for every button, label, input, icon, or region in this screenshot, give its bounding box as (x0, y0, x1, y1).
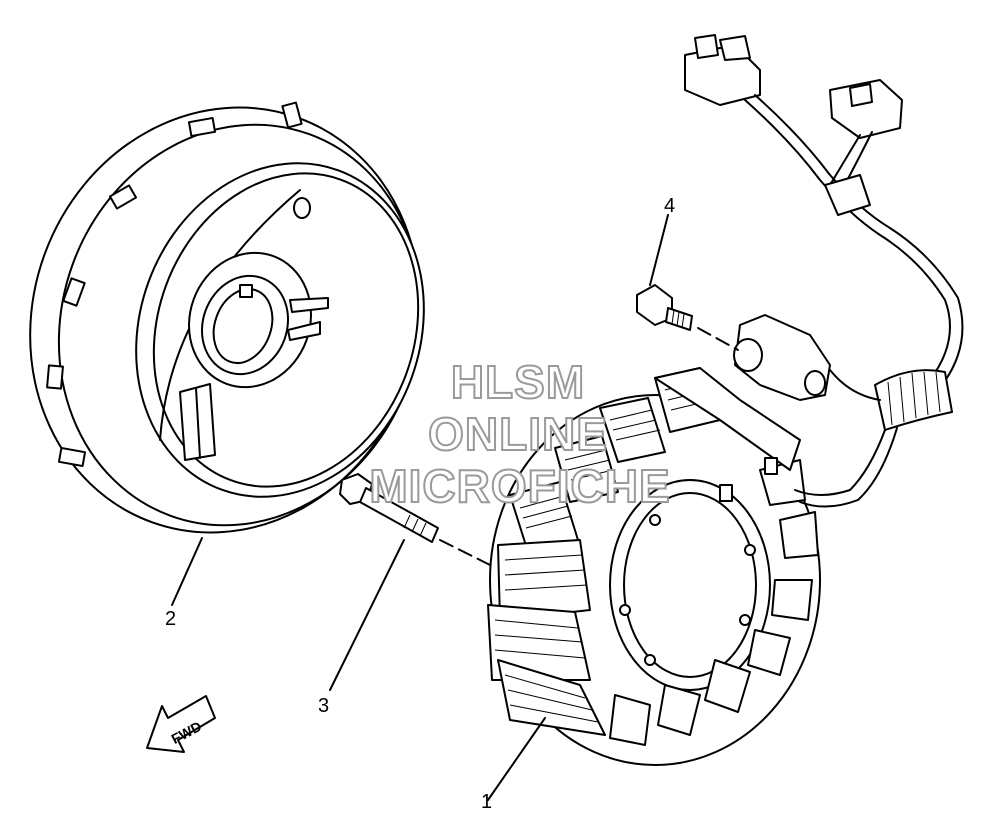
bolt-4 (636, 284, 693, 331)
flywheel-rotor (29, 101, 425, 534)
stator-poles (487, 367, 819, 746)
callout-3: 3 (318, 695, 329, 717)
callout-1: 1 (481, 791, 492, 813)
wire-harness (684, 34, 964, 508)
leader-lines (171, 214, 739, 801)
stator-assembly (487, 367, 821, 766)
watermark-line-2: ONLINE (428, 408, 608, 460)
watermark-line-1: HLSM (451, 356, 585, 408)
pickup-sensor (733, 314, 831, 401)
watermark-line-3: MICROFICHE (369, 460, 670, 512)
callout-4: 4 (664, 195, 675, 217)
forward-direction-arrow: FWD (146, 695, 216, 753)
watermark: HLSM ONLINE MICROFICHE (368, 355, 670, 513)
callout-2: 2 (165, 608, 176, 630)
bolt-3 (339, 473, 439, 543)
